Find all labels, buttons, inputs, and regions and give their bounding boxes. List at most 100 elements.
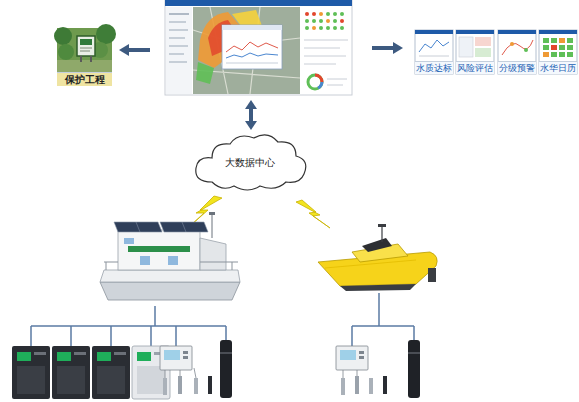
report-thumbnail xyxy=(567,38,573,43)
analyzer-cabinet xyxy=(97,352,111,361)
node-label: 分级预警 xyxy=(498,61,536,74)
sensor-probe xyxy=(180,370,181,376)
report-thumbnail xyxy=(456,30,494,34)
report-thumbnail xyxy=(543,52,549,57)
analyzer-cabinet xyxy=(57,366,85,394)
sensor-probe xyxy=(178,376,182,394)
node-label: 风险评估 xyxy=(456,61,494,74)
report-thumbnail xyxy=(543,45,549,50)
dashboard-screenshot xyxy=(312,26,316,30)
controller-meter xyxy=(183,356,188,359)
dashboard-screenshot xyxy=(333,19,337,23)
analyzer-cabinet xyxy=(114,352,126,355)
sensor-probe xyxy=(341,378,345,395)
floating-station xyxy=(100,282,240,300)
floating-station xyxy=(100,212,240,300)
protection-photo xyxy=(80,51,90,52)
node-label: 水质达标 xyxy=(415,61,453,74)
report-thumbnail xyxy=(419,40,449,52)
report-thumbnail xyxy=(415,30,453,34)
report-thumbnail xyxy=(456,30,494,74)
protection-photo xyxy=(80,39,92,45)
protection-photo xyxy=(58,44,74,60)
protection-photo xyxy=(80,48,92,49)
controller-meter xyxy=(359,356,364,359)
wiring xyxy=(352,325,414,327)
analyzer-cabinet xyxy=(92,346,130,399)
sensor-probe xyxy=(341,370,387,395)
wiring xyxy=(31,293,414,346)
double-arrow xyxy=(245,100,257,130)
survey-boat xyxy=(428,268,436,282)
report-thumbnail xyxy=(539,30,577,74)
floating-station xyxy=(168,256,178,265)
dashboard-screenshot xyxy=(166,7,192,94)
dashboard-screenshot xyxy=(169,45,188,47)
wiring xyxy=(351,326,353,346)
dashboard-screenshot xyxy=(327,79,347,80)
wiring xyxy=(30,326,32,346)
dashboard-screenshot xyxy=(169,37,185,39)
controller-meter xyxy=(359,351,364,354)
dashboard-screenshot xyxy=(326,19,330,23)
floating-station xyxy=(182,222,186,232)
wiring xyxy=(31,325,226,327)
dashboard-screenshot xyxy=(327,85,343,86)
double-arrow xyxy=(245,100,257,109)
controller-meter xyxy=(164,350,180,360)
sensor-probe xyxy=(194,368,196,378)
floating-station xyxy=(136,222,140,232)
wireless-bolt xyxy=(296,200,330,228)
dashboard-screenshot xyxy=(222,25,282,30)
report-thumbnail xyxy=(559,38,565,43)
dashboard-screenshot xyxy=(326,26,330,30)
sensor-cylinder xyxy=(220,352,232,354)
wireless-bolt xyxy=(296,200,330,228)
analyzer-cabinet xyxy=(92,346,130,399)
sensor-cylinder xyxy=(408,340,420,398)
sensor-probe xyxy=(163,378,167,395)
survey-boat xyxy=(318,224,437,291)
report-thumbnail xyxy=(543,38,549,43)
dashboard-screenshot xyxy=(169,21,186,23)
survey-boat xyxy=(381,226,382,242)
sensor-cylinder xyxy=(220,340,232,398)
dashboard-screenshot xyxy=(312,12,316,16)
dashboard-screenshot xyxy=(222,25,282,69)
report-thumbnail xyxy=(475,48,491,57)
dashboard-screenshot xyxy=(333,26,337,30)
dashboard-screenshot xyxy=(305,26,309,30)
floating-station xyxy=(160,222,208,232)
flow-arrow xyxy=(128,48,150,52)
flow-arrow xyxy=(372,46,394,50)
dashboard-screenshot xyxy=(169,53,184,55)
protection-photo xyxy=(54,27,72,45)
analyzer-cabinet xyxy=(34,352,46,355)
dashboard-screenshot xyxy=(304,48,340,49)
protection-photo xyxy=(80,56,82,62)
analyzer-cabinet xyxy=(52,346,90,399)
wiring xyxy=(110,326,112,346)
dashboard-screenshot xyxy=(312,19,316,23)
dashboard-screenshot xyxy=(326,12,330,16)
floating-station xyxy=(128,246,190,252)
node-label: 大数据中心 xyxy=(200,146,300,180)
dashboard-screenshot xyxy=(304,40,348,41)
project-photo-box: 保护工程 xyxy=(57,28,112,86)
report-box: 风险评估 xyxy=(456,30,494,74)
dashboard-screenshot xyxy=(319,19,323,23)
wiring xyxy=(70,326,72,346)
wiring xyxy=(154,306,156,326)
dashboard-screenshot xyxy=(304,64,336,65)
report-thumbnail xyxy=(419,56,449,57)
report-thumbnail xyxy=(551,38,557,43)
dashboard-screenshot xyxy=(308,75,322,89)
sensor-cylinder xyxy=(220,340,232,398)
flow-arrow xyxy=(372,42,403,54)
survey-boat xyxy=(325,260,416,268)
dashboard-screenshot xyxy=(319,26,323,30)
survey-boat xyxy=(378,224,386,227)
sensor-probe xyxy=(194,378,198,394)
sensor-probe xyxy=(165,370,166,378)
dashboard-screenshot xyxy=(333,12,337,16)
